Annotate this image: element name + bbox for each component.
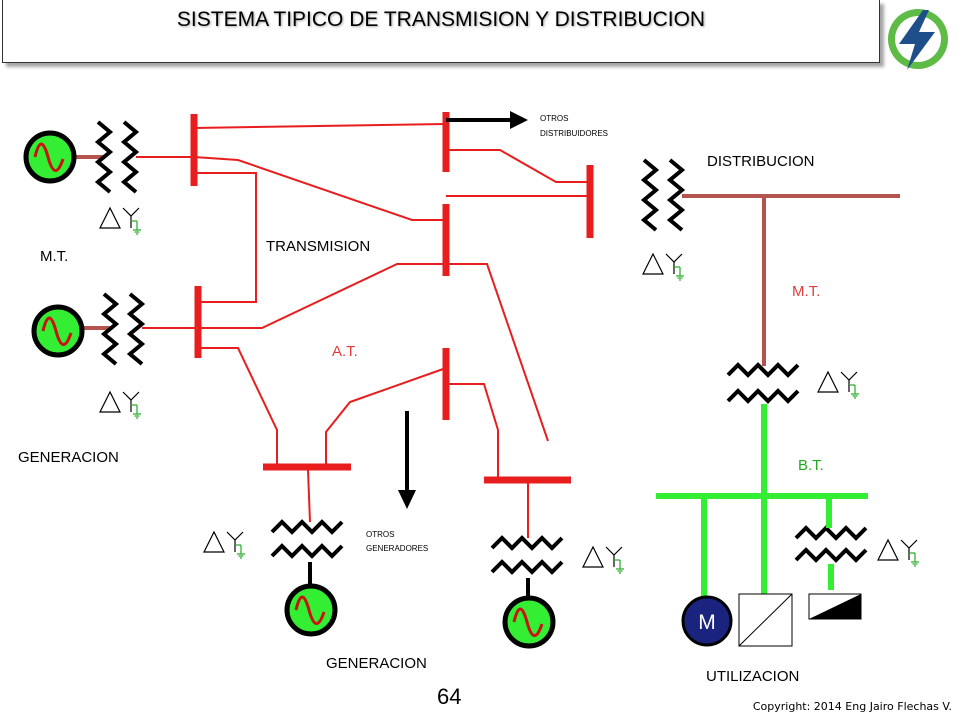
label-utilizacion: UTILIZACION [706,668,799,685]
transmission-lines [193,123,591,478]
label-generacion-bottom: GENERACION [326,655,427,672]
generator-mt-bottom [34,307,82,355]
label-generacion-left: GENERACION [18,449,119,466]
transformer-gen-top [96,120,138,194]
arrow-down-icon [398,411,416,509]
copyright-text: Copyright: 2014 Eng Jairo Flechas V. [752,700,952,713]
transformer-mt-bt [726,363,800,403]
page-number: 64 [437,684,462,709]
arrow-right-icon [446,111,528,129]
transformer-gen-left [270,520,344,558]
converter-box-icon [808,593,862,620]
generator-bottom-left [287,586,335,634]
transmission-buses [190,112,594,484]
transformer-distribution [642,158,684,232]
delta-wye-icon [817,371,860,399]
label-otros-distribuidores: OTROS [540,114,568,123]
generator-mt-top [26,133,74,181]
transformer-gen-right [490,536,564,574]
label-otros-generadores: OTROS [366,530,394,539]
title-box: SISTEMA TIPICO DE TRANSMISION Y DISTRIBU… [2,0,880,63]
delta-wye-icon [582,546,625,574]
low-voltage-lines [656,404,868,598]
label-mt-right: M.T. [792,283,820,300]
label-otros-generadores: GENERADORES [366,544,428,553]
page-title: SISTEMA TIPICO DE TRANSMISION Y DISTRIBU… [176,8,706,31]
label-mt-left: M.T. [40,248,68,265]
motor-label: M [698,611,716,634]
label-transmision: TRANSMISION [266,238,370,255]
delta-wye-icon [877,539,920,567]
label-distribucion: DISTRIBUCION [707,153,815,170]
label-bt: B.T. [798,457,824,474]
load-box-icon [738,593,793,647]
delta-wye-icon [99,391,142,419]
transformer-gen-bottom [102,292,144,366]
lightning-bolt-icon [888,9,948,70]
delta-wye-icon [203,531,246,559]
label-otros-distribuidores: DISTRIBUIDORES [540,129,608,138]
generator-bottom-right [505,598,553,646]
distribution-lines [682,194,900,366]
delta-wye-icon [642,253,685,281]
transformer-utilization [794,526,868,562]
generator-stubs [308,562,530,598]
label-at: A.T. [332,343,358,360]
delta-wye-icon [99,207,142,235]
generator-leads [66,155,110,330]
transformer-to-bus-leads [136,156,529,538]
motor-icon [681,595,733,647]
